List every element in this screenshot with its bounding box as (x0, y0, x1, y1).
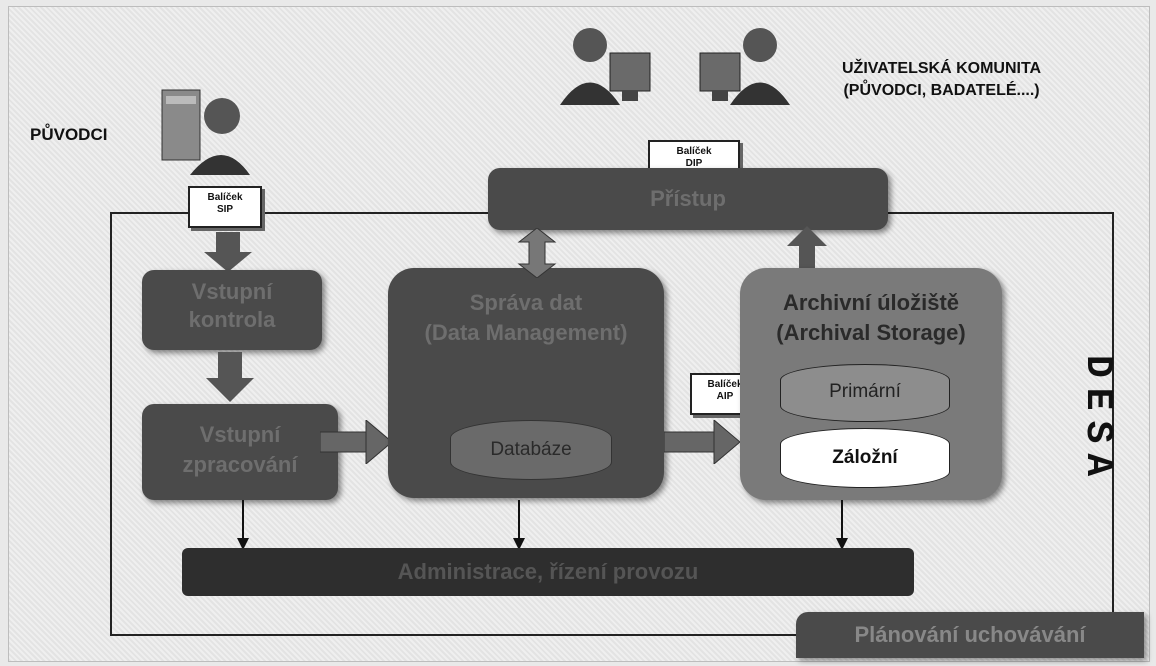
dip-package-line-1: Balíček (676, 146, 712, 157)
desa-label: DESA (1075, 355, 1119, 486)
community-label: UŽIVATELSKÁ KOMUNITA (PŮVODCI, BADATELÉ.… (842, 58, 1041, 102)
arrow-sip-to-kontrola (204, 232, 252, 272)
vstupni-zpracovani-box: Vstupní zpracování (142, 404, 338, 500)
vstupni-kontrola-box: Vstupní kontrola (142, 270, 322, 350)
zalozni-label: Záložní (832, 447, 898, 468)
arrow-zpracovani-to-admin (237, 500, 249, 550)
dip-package-line-2: DIP (685, 158, 703, 169)
pristup-label: Přístup (650, 186, 726, 211)
community-line-1: UŽIVATELSKÁ KOMUNITA (842, 60, 1042, 77)
arrow-archivni-to-pristup (787, 226, 827, 272)
zalozni-cylinder: Záložní (780, 428, 950, 488)
primarni-cylinder: Primární (780, 364, 950, 422)
archivni-line-2: (Archival Storage) (776, 320, 966, 345)
databaze-cylinder: Databáze (450, 420, 612, 480)
arrow-pristup-sprava (517, 228, 557, 278)
producer-person-icon (160, 80, 250, 175)
community-users-icon (560, 15, 790, 110)
puvodci-label: PŮVODCI (30, 125, 108, 144)
community-line-2: (PŮVODCI, BADATELÉ....) (843, 82, 1040, 99)
vstupni-zpracovani-line-1: Vstupní (199, 422, 281, 447)
vstupni-kontrola-line-1: Vstupní (191, 279, 273, 304)
databaze-label: Databáze (490, 439, 572, 460)
aip-package-line-1: Balíček (707, 379, 743, 390)
sprava-dat-line-2: (Data Management) (424, 320, 628, 345)
aip-package-line-2: AIP (716, 391, 734, 402)
arrow-archivni-to-admin (836, 500, 848, 550)
administrace-label: Administrace, řízení provozu (397, 559, 699, 584)
planovani-label: Plánování uchovávání (854, 622, 1086, 647)
pristup-box: Přístup (488, 168, 888, 230)
sip-package-line-2: SIP (216, 204, 234, 215)
sprava-dat-line-1: Správa dat (469, 290, 583, 315)
sip-package-line-1: Balíček (207, 192, 243, 203)
vstupni-kontrola-line-2: kontrola (188, 307, 276, 332)
desa-text: DESA (1076, 355, 1119, 487)
planovani-box: Plánování uchovávání (796, 612, 1144, 658)
primarni-label: Primární (829, 381, 901, 402)
archivni-line-1: Archivní úložiště (782, 290, 960, 315)
arrow-zpracovani-to-sprava (320, 420, 392, 464)
administrace-box: Administrace, řízení provozu (182, 548, 914, 596)
arrow-kontrola-to-zpracovani (206, 352, 254, 402)
vstupni-zpracovani-line-2: zpracování (182, 452, 298, 477)
arrow-sprava-to-archivni (664, 420, 740, 464)
arrow-sprava-to-admin (513, 500, 525, 550)
sip-package: Balíček SIP (188, 186, 262, 228)
